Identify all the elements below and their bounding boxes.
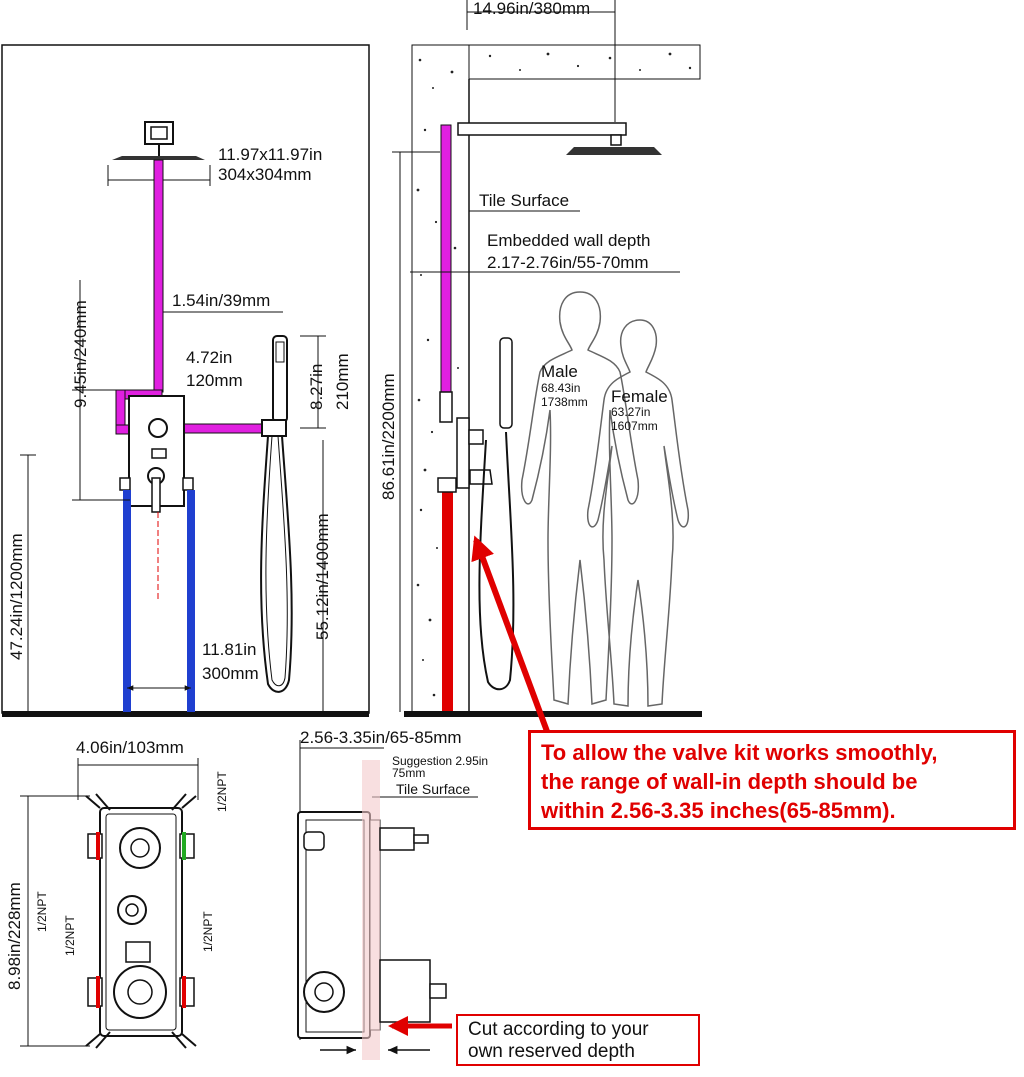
front-floor <box>2 711 369 717</box>
valve-offset-mm: 120mm <box>186 371 243 390</box>
hand-shower-height-mm: 210mm <box>333 353 352 410</box>
side-mixed-pipe <box>440 124 452 396</box>
valve-height-dim: 47.24in/1200mm <box>7 533 26 660</box>
wall-depth-value: 2.17-2.76in/55-70mm <box>487 253 649 272</box>
female-height-in: 63.27in <box>611 405 650 419</box>
arm-offset-dim: 1.54in/39mm <box>172 291 270 310</box>
female-label: Female <box>611 387 668 406</box>
head-to-valve-dim: 9.45in/240mm <box>71 300 90 408</box>
wall-depth-title: Embedded wall depth <box>487 231 651 250</box>
male-label: Male <box>541 362 578 381</box>
valve-side-view: 2.56-3.35in/65-85mm Suggestion 2.95in 75… <box>297 728 488 1060</box>
valve-body <box>119 395 194 513</box>
head-size-in: 11.97x11.97in <box>218 145 322 164</box>
valve-offset-in: 4.72in <box>186 348 232 367</box>
concrete-ceiling <box>468 44 701 80</box>
shower-arm <box>457 122 627 136</box>
front-view: 11.97x11.97in 304x304mm 11.81in 300mm <box>1 44 370 717</box>
hot-water-pipe <box>442 490 453 711</box>
cold-inlet-right <box>187 490 195 712</box>
cold-inlet-left <box>123 490 131 712</box>
male-height-mm: 1738mm <box>541 395 588 409</box>
thread-label-top: 1/2NPT <box>215 771 229 812</box>
arm-length-dim: 14.96in/380mm <box>473 0 590 18</box>
cut-note-line-2: own reserved depth <box>468 1041 635 1062</box>
valve-tile-surface-label: Tile Surface <box>396 781 470 797</box>
notice-line-1: To allow the valve kit works smoothly, <box>541 740 938 765</box>
notice-line-3: within 2.56-3.35 inches(65-85mm). <box>541 798 896 823</box>
side-hand-shower <box>499 337 513 429</box>
female-silhouette <box>586 319 690 707</box>
cut-depth-note: Cut according to your own reserved depth <box>456 1014 700 1066</box>
wall-depth-notice: To allow the valve kit works smoothly, t… <box>528 730 1016 830</box>
valve-depth-dim: 2.56-3.35in/65-85mm <box>300 728 462 747</box>
female-height-mm: 1607mm <box>611 419 658 433</box>
side-view: 14.96in/380mm Tile Surface Embedded wall… <box>379 0 702 736</box>
thread-label-right: 1/2NPT <box>201 911 215 952</box>
head-size-mm: 304x304mm <box>218 165 312 184</box>
suggestion-in: Suggestion 2.95in <box>392 754 488 768</box>
notice-line-2: the range of wall-in depth should be <box>541 769 918 794</box>
male-silhouette <box>520 291 640 705</box>
valve-height-front-dim: 8.98in/228mm <box>5 882 24 990</box>
valve-front-view: 4.06in/103mm 8.98in/228mm 1/2NPT 1/2NPT … <box>5 738 229 1049</box>
inlet-spacing-mm: 300mm <box>202 664 259 683</box>
suggestion-mm: 75mm <box>392 766 425 780</box>
valve-width-dim: 4.06in/103mm <box>76 738 184 757</box>
concrete-speckle <box>416 52 692 697</box>
notice-arrow <box>471 535 551 736</box>
rain-shower-head <box>112 121 205 160</box>
side-floor <box>404 711 702 717</box>
male-height-in: 68.43in <box>541 381 580 395</box>
hand-shower-height-in: 8.27in <box>307 364 326 410</box>
thread-label-left-b: 1/2NPT <box>63 915 77 956</box>
tile-layer <box>362 760 380 1060</box>
cut-note-line-1: Cut according to your <box>468 1019 649 1040</box>
head-height-dim: 86.61in/2200mm <box>379 373 398 500</box>
hand-shower <box>260 335 293 693</box>
tile-surface-label: Tile Surface <box>479 191 569 210</box>
side-shower-head <box>566 147 662 155</box>
thread-label-left-a: 1/2NPT <box>35 891 49 932</box>
slide-bar-height-dim: 55.12in/1400mm <box>313 513 332 640</box>
inlet-spacing-in: 11.81in <box>202 640 257 659</box>
